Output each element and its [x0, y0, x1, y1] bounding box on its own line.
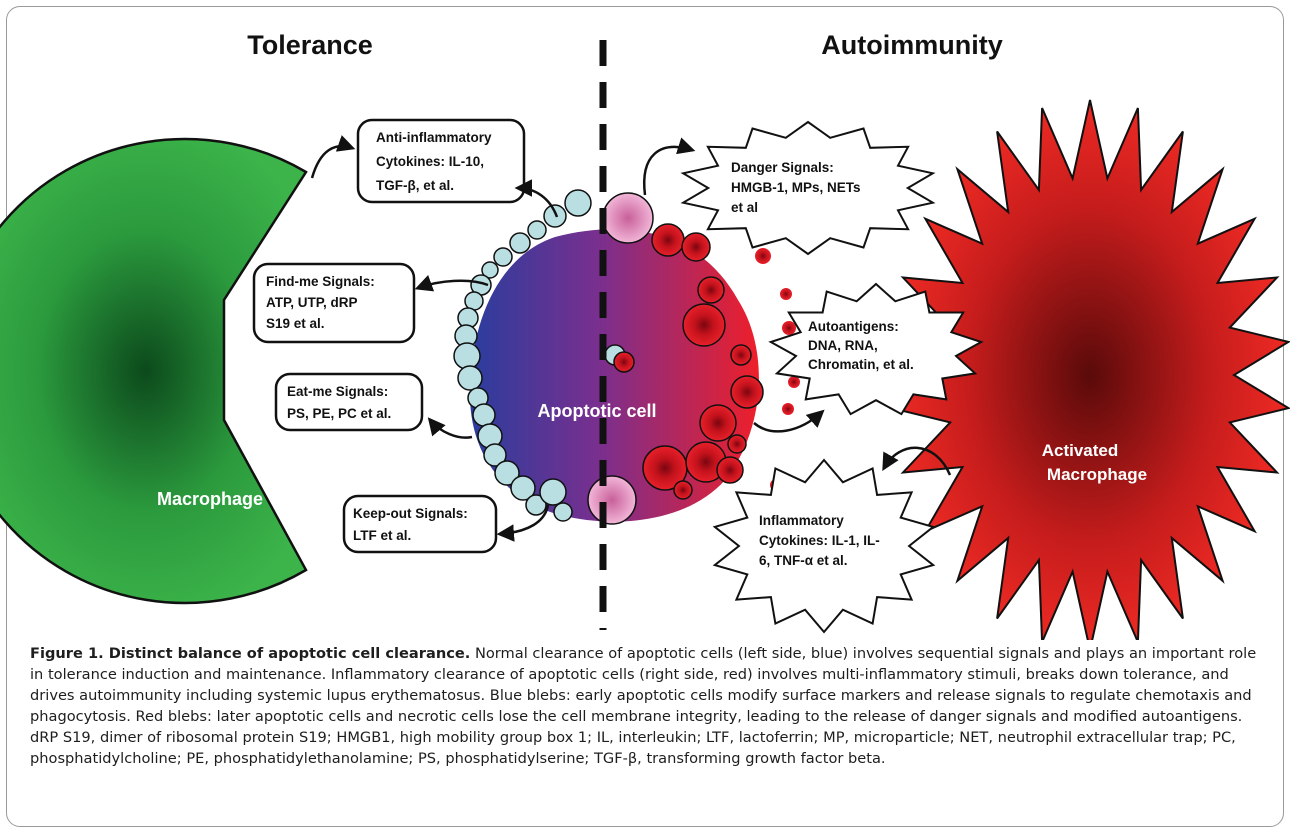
- activated-macrophage-cell: [888, 99, 1290, 640]
- released-debris-dot: [780, 288, 792, 300]
- inflammatory-line3: 6, TNF-α et al.: [759, 553, 848, 568]
- find-me-line3: S19 et al.: [266, 316, 325, 331]
- blue-bleb: [493, 247, 513, 267]
- blue-bleb: [525, 494, 547, 516]
- find-me-line1: Find-me Signals:: [266, 274, 375, 289]
- autoantigens-line2: DNA, RNA,: [808, 338, 878, 353]
- blue-bleb: [539, 478, 567, 506]
- apoptotic-cell-body: [470, 229, 759, 522]
- red-bleb: [727, 434, 747, 454]
- blue-bleb: [494, 460, 520, 486]
- red-bleb: [681, 232, 711, 262]
- arrow-cell-to-danger: [642, 137, 696, 196]
- blue-bleb: [481, 261, 499, 279]
- activated-macrophage-label-line2: Macrophage: [1047, 465, 1147, 484]
- caption-body: Normal clearance of apoptotic cells (lef…: [30, 645, 1257, 767]
- find-me-box: Find-me Signals: ATP, UTP, dRP S19 et al…: [252, 262, 416, 344]
- keep-out-line2: LTF et al.: [353, 528, 411, 543]
- autoantigens-line3: Chromatin, et al.: [808, 357, 914, 372]
- red-bleb: [699, 404, 737, 442]
- blue-bleb: [509, 232, 531, 254]
- keep-out-line1: Keep-out Signals:: [353, 506, 468, 521]
- macrophage-label: Macrophage: [157, 489, 263, 509]
- blue-bleb: [527, 220, 547, 240]
- arrow-activated-to-inflammatory: [882, 446, 952, 476]
- anti-inflammatory-line1: Anti-inflammatory: [376, 130, 492, 145]
- red-bleb: [673, 480, 693, 500]
- apoptotic-clearance-diagram: Tolerance Autoimmunity Macrophage Apopto…: [0, 30, 1290, 640]
- pink-bleb: [587, 475, 637, 525]
- arrow-cell-to-keep-out: [496, 504, 550, 542]
- macrophage-cell: [0, 137, 308, 605]
- find-me-line2: ATP, UTP, dRP: [266, 295, 358, 310]
- inflammatory-cytokines-burst: [712, 458, 936, 634]
- caption-title: Figure 1. Distinct balance of apoptotic …: [30, 645, 471, 662]
- autoantigens-burst: [768, 282, 984, 416]
- inflammatory-line1: Inflammatory: [759, 513, 844, 528]
- blue-bleb: [510, 475, 536, 501]
- red-bleb: [730, 375, 764, 409]
- blue-bleb: [543, 204, 567, 228]
- released-debris-dot: [782, 403, 794, 415]
- red-bleb: [651, 223, 685, 257]
- blue-bleb: [564, 189, 592, 217]
- blue-bleb: [553, 502, 573, 522]
- red-bleb: [730, 344, 752, 366]
- danger-line2: HMGB-1, MPs, NETs: [731, 180, 861, 195]
- arrow-cell-to-autoantigens: [753, 409, 825, 433]
- arrow-cell-to-anti-inflammatory: [514, 179, 559, 218]
- anti-inflammatory-line2: Cytokines: IL-10,: [376, 154, 484, 169]
- released-debris-dot: [788, 376, 800, 388]
- activated-macrophage-label-line1: Activated: [1042, 441, 1119, 460]
- red-bleb: [613, 351, 635, 373]
- apoptotic-cell-label: Apoptotic cell: [537, 401, 656, 421]
- eat-me-line2: PS, PE, PC et al.: [287, 406, 391, 421]
- red-bleb: [697, 276, 725, 304]
- red-bleb: [682, 303, 726, 347]
- red-blebs: [587, 192, 764, 525]
- anti-inflammatory-box: Anti-inflammatory Cytokines: IL-10, TGF-…: [356, 118, 526, 204]
- blue-bleb: [457, 365, 483, 391]
- signal-arrows: [310, 135, 952, 542]
- autoimmunity-heading: Autoimmunity: [821, 30, 1003, 60]
- figure-caption: Figure 1. Distinct balance of apoptotic …: [30, 643, 1265, 769]
- arrow-cell-to-eat-me: [427, 417, 473, 439]
- blue-bleb: [453, 342, 481, 370]
- autoantigens-line1: Autoantigens:: [808, 319, 899, 334]
- pink-bleb: [602, 192, 654, 244]
- danger-signals-burst: [680, 120, 936, 256]
- arrow-cell-to-find-me: [414, 274, 489, 292]
- blue-bleb: [472, 403, 496, 427]
- red-bleb: [716, 456, 744, 484]
- tolerance-heading: Tolerance: [247, 30, 373, 60]
- released-debris-dot: [755, 248, 771, 264]
- blue-bleb: [483, 443, 507, 467]
- released-debris-dot: [782, 321, 796, 335]
- arrow-macrophage-to-anti-inflammatory: [310, 135, 356, 179]
- keep-out-box: Keep-out Signals: LTF et al.: [342, 494, 498, 554]
- blue-blebs: [453, 189, 626, 522]
- eat-me-line1: Eat-me Signals:: [287, 384, 388, 399]
- eat-me-box: Eat-me Signals: PS, PE, PC et al.: [274, 372, 424, 432]
- anti-inflammatory-line3: TGF-β, et al.: [376, 178, 454, 193]
- inflammatory-line2: Cytokines: IL-1, IL-: [759, 533, 880, 548]
- danger-line3: et al: [731, 200, 758, 215]
- danger-line1: Danger Signals:: [731, 160, 834, 175]
